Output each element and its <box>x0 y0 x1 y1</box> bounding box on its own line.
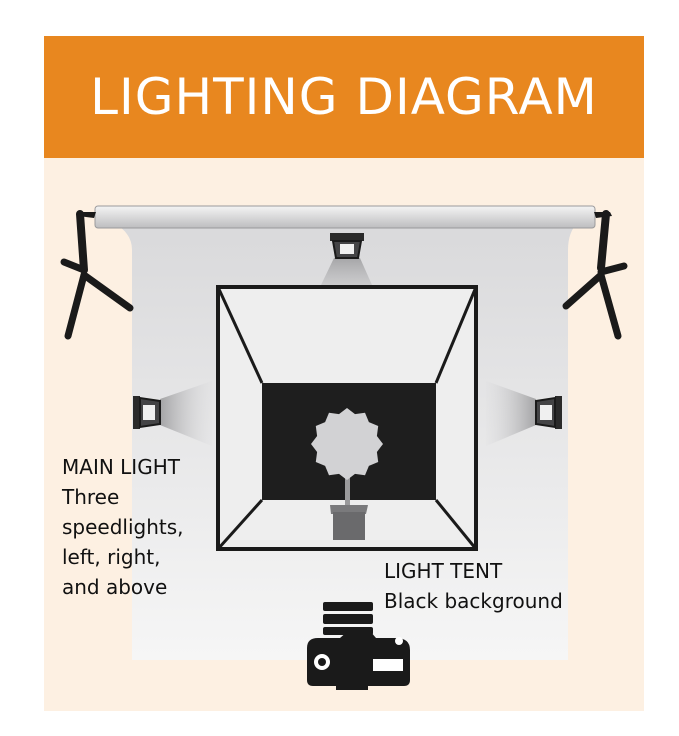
speedlight-top-icon <box>330 233 364 259</box>
main-light-line-2: speedlights, <box>62 515 184 539</box>
light-stand-right-icon <box>562 210 628 340</box>
main-light-label: MAIN LIGHT Three speedlights, left, righ… <box>62 452 184 602</box>
main-light-line-3: left, right, <box>62 545 161 569</box>
speedlight-right-icon <box>535 396 562 429</box>
main-light-heading: MAIN LIGHT <box>62 455 180 479</box>
light-tent-line-1: Black background <box>384 589 563 613</box>
light-tent-heading: LIGHT TENT <box>384 559 503 583</box>
flower-subject-icon <box>311 408 383 540</box>
speedlight-left-icon <box>133 396 161 429</box>
page-title: LIGHTING DIAGRAM <box>90 68 598 126</box>
light-tent-label: LIGHT TENT Black background <box>384 556 563 616</box>
left-light-beam <box>160 381 212 446</box>
right-light-beam <box>486 381 536 446</box>
main-light-line-4: and above <box>62 575 168 599</box>
backdrop-bar <box>94 205 596 229</box>
light-stand-left-icon <box>60 210 134 340</box>
title-banner <box>44 36 644 158</box>
camera-icon <box>307 602 410 690</box>
main-light-line-1: Three <box>62 485 120 509</box>
